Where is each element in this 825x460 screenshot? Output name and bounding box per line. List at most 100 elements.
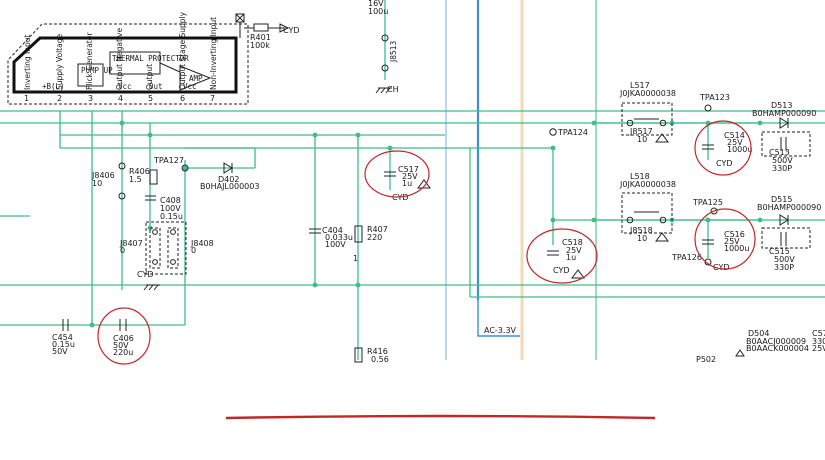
c408-ref: C408 xyxy=(160,196,181,205)
tpa123-label: TPA123 xyxy=(699,93,730,102)
c517-warning-icon xyxy=(417,179,431,189)
c514-value: 1000u xyxy=(727,145,752,154)
d515-diode-icon xyxy=(779,214,789,226)
pin-name-3: Flick Generator xyxy=(85,32,94,90)
c404-voltage: 100V xyxy=(325,240,346,249)
j8406-ref: J8406 xyxy=(91,171,115,180)
d515-group: D515 B0HAMP000090 C515 500V 330P xyxy=(757,195,821,272)
l518-part: J0JKA0000038 xyxy=(619,180,676,189)
l517-ref: L517 xyxy=(630,81,650,90)
ac-3-3v-label: AC-3.3V xyxy=(484,326,517,335)
pin-label-vcc2: Vcc xyxy=(183,82,197,91)
d515-ref: D515 xyxy=(771,195,792,204)
pin-name-4: Output Negative xyxy=(115,28,124,90)
r407-group: R407 220 1 xyxy=(353,225,388,263)
pin-label-vcc: Vcc xyxy=(118,82,132,91)
ch-label: CH xyxy=(387,85,399,94)
d402-part: B0HAJL000003 xyxy=(200,182,259,191)
pin-name-1: Inverting Input xyxy=(23,34,32,90)
pin-number-5: 5 xyxy=(148,94,153,103)
c516-value: 1000u xyxy=(724,244,749,253)
j8513-group: 16V 100u J8513 CH xyxy=(368,0,399,94)
d504-diode-icon xyxy=(735,349,745,357)
r407-resistor-icon xyxy=(354,225,363,243)
l517-warning-icon xyxy=(655,133,669,143)
c516-voltage: 25V xyxy=(724,237,740,246)
r401-ref: R401 xyxy=(250,33,271,42)
ic-pin-names: Inverting Input Supply Voltage Flick Gen… xyxy=(23,11,218,90)
ic-pin-numbers: 1 2 3 4 5 6 7 +B(L) Vcc Out Vcc xyxy=(24,82,215,103)
tpa126-label: TPA126 xyxy=(671,253,702,262)
c518-red-circle xyxy=(526,228,598,284)
pin-label-out: Out xyxy=(149,82,163,91)
l517-group: L517 J0JKA0000038 J8517 10 xyxy=(619,81,676,144)
cap-top-voltage: 16V xyxy=(368,0,384,8)
d513-part: B0HAMP000090 xyxy=(752,109,816,118)
tpa125-label: TPA125 xyxy=(692,198,723,207)
pin-number-4: 4 xyxy=(118,94,123,103)
j8518-value: 10 xyxy=(637,234,647,243)
pin-number-2: 2 xyxy=(57,94,62,103)
ac-line-blue xyxy=(477,300,520,337)
pump-up-block xyxy=(77,63,104,87)
p502-label: P502 xyxy=(696,355,716,364)
r416-group: R416 0.56 xyxy=(354,347,389,364)
amp-triangle-icon xyxy=(179,65,212,91)
r401-group: R401 100k CYD xyxy=(235,13,300,50)
d504-part-1: B0AACJ000009 xyxy=(746,337,806,346)
pin-number-6: 6 xyxy=(180,94,185,103)
c517-red-circle xyxy=(364,150,430,198)
l518-ref: L518 xyxy=(630,172,650,181)
d402-ref: D402 xyxy=(218,175,239,184)
r406-resistor-icon xyxy=(149,169,158,185)
r407-value: 220 xyxy=(367,233,382,242)
tpa127-label: TPA127 xyxy=(153,156,184,165)
j8407-ref: J8407 xyxy=(119,239,143,248)
c406-voltage: 50V xyxy=(113,341,129,350)
c513-voltage: 500V xyxy=(772,156,793,165)
r416-value: 0.56 xyxy=(371,355,389,364)
pin-name-2: Supply Voltage xyxy=(55,34,64,90)
d504-ref: D504 xyxy=(748,329,769,338)
d513-group: D513 B0HAMP000090 C513 500V 330P xyxy=(752,101,816,173)
pin-name-5: Output xyxy=(145,64,154,90)
amplifier-ic: PUMP UP THERMAL PROTECTOR AMP xyxy=(7,23,249,105)
c516-group: TPA125 C516 25V 1000u TPA126 CYD xyxy=(671,198,756,272)
pin-name-6: Output Stage Supply xyxy=(178,11,187,90)
cyd-mid: CYD xyxy=(137,270,154,279)
d515-part: B0HAMP000090 xyxy=(757,203,821,212)
c517-mark: CYD xyxy=(392,193,409,202)
c406-red-circle xyxy=(97,307,151,365)
c518-ref: C518 xyxy=(562,238,583,247)
amp-label: AMP xyxy=(189,74,203,83)
c513-ref: C513 xyxy=(769,148,790,157)
c57-ref: C57 xyxy=(812,329,825,338)
bottom-right-group: AC-3.3V D504 B0AACJ000009 B0AACK000004 C… xyxy=(484,326,825,364)
c514-voltage: 25V xyxy=(727,138,743,147)
c516-red-circle xyxy=(694,208,756,270)
r416-resistor-icon xyxy=(354,347,363,363)
c516-mark: CYD xyxy=(713,263,730,272)
pin-number-3: 3 xyxy=(88,94,93,103)
r401-resistor-icon xyxy=(253,23,269,32)
j8517-ref: J8517 xyxy=(629,127,653,136)
c454-group: C454 0.15u 50V xyxy=(52,319,75,356)
wiring xyxy=(0,0,825,360)
cyd-top: CYD xyxy=(283,26,300,35)
r406-value: 1.5 xyxy=(129,175,142,184)
pin-label-bl: +B(L) xyxy=(42,82,65,91)
c404-group: C404 0.033u 100V xyxy=(309,226,353,249)
c518-warning-icon xyxy=(571,269,585,279)
r406-ref: R406 xyxy=(129,167,150,176)
c57-value-1: 330 xyxy=(812,337,825,346)
l517-part: J0JKA0000038 xyxy=(619,89,676,98)
c514-red-circle xyxy=(694,120,752,176)
tpa124-group: TPA124 xyxy=(549,128,588,137)
c408-group: C408 100V 0.15u J8407 0 J8408 0 CYD xyxy=(119,195,214,291)
c517-voltage: 25V xyxy=(402,172,418,181)
j8408-value: 0 xyxy=(191,246,196,255)
c517-value: 1u xyxy=(402,179,412,188)
d504-part-2: B0AACK000004 xyxy=(746,344,809,353)
pin-name-7: Non-Inverting Input xyxy=(209,17,218,90)
